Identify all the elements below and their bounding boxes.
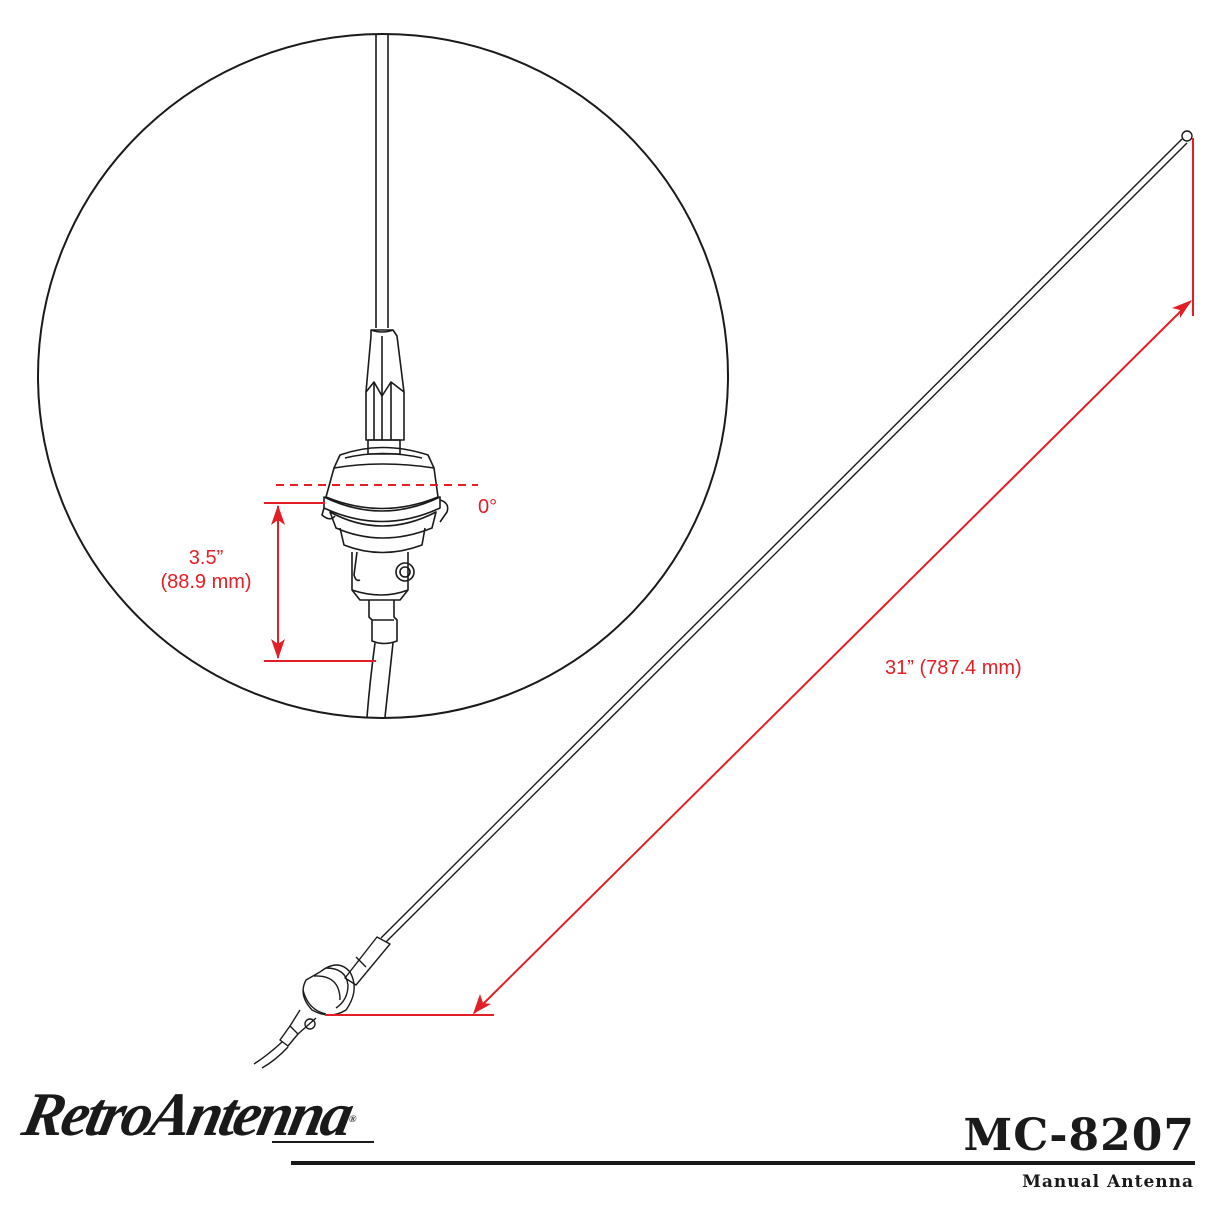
- height-inches: 3.5”: [188, 547, 224, 569]
- mast-length-label: 31” (787.4 mm): [885, 657, 1022, 679]
- height-metric: (88.9 mm): [160, 571, 252, 593]
- detail-dimension-lines: [264, 484, 478, 662]
- detail-view-circle: [37, 33, 729, 719]
- mast-length-dimension: [325, 138, 1194, 1016]
- model-number: MC-8207: [963, 1110, 1195, 1161]
- brand-underline: [272, 1141, 374, 1143]
- footer-rule: [291, 1161, 1195, 1165]
- product-description: Manual Antenna: [1022, 1172, 1194, 1192]
- height-dimension-label: 3.5” (88.9 mm): [138, 546, 274, 594]
- detail-antenna-base: [321, 34, 449, 718]
- angle-label: 0°: [478, 496, 498, 518]
- brand-logo-text: RetroAntenna: [16, 1081, 358, 1149]
- full-antenna: [253, 130, 1193, 1069]
